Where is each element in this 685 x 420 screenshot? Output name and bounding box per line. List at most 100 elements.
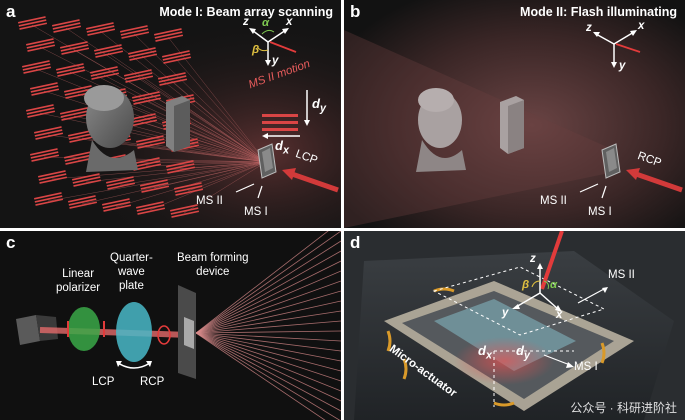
beam-ray bbox=[171, 80, 267, 163]
axis-z-label: z bbox=[243, 16, 249, 28]
beam-forming-label: Beam forming device bbox=[177, 251, 249, 279]
output-ray bbox=[195, 332, 341, 352]
linear-polarizer-line1: Linear bbox=[62, 268, 95, 280]
grating-line bbox=[124, 72, 153, 80]
grating-line bbox=[26, 38, 54, 46]
rcp-laser-arrow bbox=[626, 168, 683, 193]
grating-line bbox=[132, 160, 161, 168]
grating-line bbox=[63, 151, 92, 159]
output-ray bbox=[195, 332, 341, 342]
axis-z-label: z bbox=[586, 22, 592, 34]
grating-line bbox=[22, 63, 51, 71]
grating-line bbox=[136, 138, 165, 146]
grating-line bbox=[157, 72, 186, 80]
output-beam-rays bbox=[195, 231, 341, 420]
output-ray bbox=[195, 231, 341, 334]
panel-d-label: d bbox=[350, 233, 361, 252]
output-ray bbox=[195, 332, 326, 420]
actuator-springs bbox=[386, 287, 606, 407]
axis-z-label: z bbox=[530, 253, 536, 265]
output-ray bbox=[195, 332, 341, 382]
ms1-label: MS I bbox=[588, 206, 612, 218]
dy-label: dy bbox=[312, 96, 326, 115]
quarter-wave-line2: wave bbox=[117, 266, 145, 278]
coordinate-axes bbox=[249, 28, 297, 66]
grating-line bbox=[23, 66, 52, 74]
panel-b-title: Mode II: Flash illuminating bbox=[520, 5, 677, 19]
beam-ray bbox=[39, 46, 267, 163]
axis-alpha-label: α bbox=[262, 17, 270, 29]
panel-b: b Mode II: Flash illuminating z x y RCP … bbox=[344, 0, 685, 228]
ms2-label: MS II bbox=[196, 195, 223, 207]
axis-y-label: y bbox=[502, 307, 509, 319]
ms2-label: MS II bbox=[608, 269, 635, 281]
grating-line bbox=[120, 25, 148, 33]
dy-label: dy bbox=[516, 343, 530, 362]
grating-line bbox=[34, 129, 63, 137]
grating-line bbox=[86, 25, 115, 33]
incident-laser bbox=[540, 231, 564, 290]
axis-alpha-label: α bbox=[550, 279, 558, 291]
panel-a-graphic bbox=[0, 0, 341, 228]
output-ray bbox=[195, 290, 341, 334]
grating-line bbox=[140, 179, 168, 187]
grating-line bbox=[127, 47, 156, 55]
grating-line bbox=[69, 135, 98, 143]
axis-x-label: x bbox=[286, 16, 293, 28]
metasurface-device bbox=[601, 143, 621, 179]
grating-line bbox=[135, 201, 164, 209]
grating-line bbox=[106, 176, 134, 184]
coordinate-axes bbox=[512, 263, 562, 312]
grating-line bbox=[94, 44, 122, 52]
dx-sub: x bbox=[485, 349, 492, 362]
watermark: 公众号 · 科研进阶社 bbox=[570, 401, 677, 415]
grating-line bbox=[53, 25, 82, 33]
beam-ray bbox=[179, 102, 267, 163]
grating-line bbox=[170, 207, 199, 215]
grating-line bbox=[60, 107, 88, 115]
panel-c-label: c bbox=[6, 233, 16, 252]
beam-ray bbox=[141, 121, 267, 163]
beam-ray bbox=[81, 161, 267, 205]
grating-line bbox=[19, 22, 48, 30]
output-ray bbox=[195, 250, 341, 334]
grating-line bbox=[159, 78, 188, 86]
lcp-laser-arrow bbox=[282, 168, 339, 193]
grating-line bbox=[155, 34, 184, 42]
grating-line bbox=[165, 160, 194, 168]
grating-line bbox=[39, 176, 68, 184]
grating-line bbox=[34, 195, 63, 203]
grating-line bbox=[171, 210, 200, 218]
beam-ray bbox=[183, 161, 267, 214]
output-ray bbox=[195, 231, 329, 334]
linear-polarizer-label: Linear polarizer bbox=[56, 267, 100, 295]
dx-label: dx bbox=[478, 343, 492, 362]
grating-line bbox=[133, 97, 162, 105]
panel-c: c Linear polarizer Quarter- wave plate B… bbox=[0, 231, 341, 420]
grating-line bbox=[90, 66, 118, 74]
dx-label: dx bbox=[275, 138, 289, 157]
grating-line bbox=[102, 198, 130, 206]
dx-sub: x bbox=[282, 144, 289, 157]
grating-line bbox=[132, 94, 161, 102]
grating-line bbox=[141, 185, 170, 193]
output-ray bbox=[195, 280, 341, 334]
rcp-label: RCP bbox=[140, 376, 165, 388]
grating-line bbox=[31, 154, 60, 162]
beam-ray bbox=[175, 124, 267, 163]
dx-main: d bbox=[275, 138, 283, 153]
coordinate-axes bbox=[593, 30, 641, 68]
axis-x-label: x bbox=[638, 20, 645, 32]
ms2-motion-stack bbox=[262, 90, 310, 139]
grating-line bbox=[128, 50, 157, 58]
grating-line bbox=[132, 91, 160, 99]
axis-y-label: y bbox=[272, 55, 279, 67]
grating-line bbox=[72, 176, 101, 184]
grating-line bbox=[18, 19, 47, 27]
grating-line bbox=[38, 170, 66, 178]
panel-a-title: Mode I: Beam array scanning bbox=[159, 5, 333, 19]
grating-line bbox=[18, 16, 46, 24]
block-object bbox=[500, 96, 524, 154]
output-ray bbox=[195, 332, 341, 420]
grating-line bbox=[38, 173, 67, 181]
